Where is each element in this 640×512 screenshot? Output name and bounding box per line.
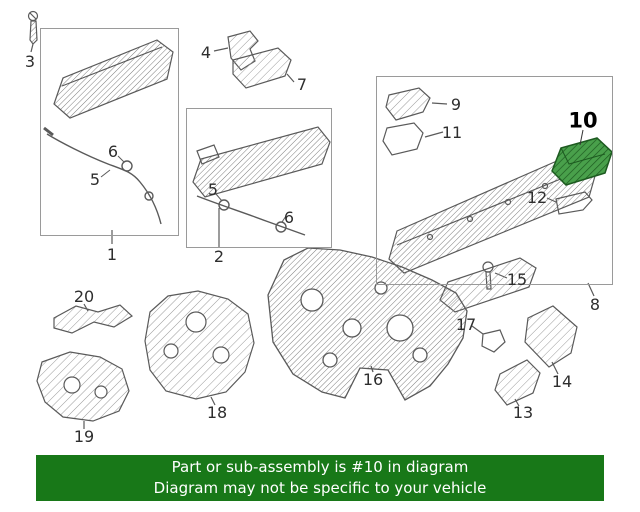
part-3-screw <box>27 10 39 53</box>
callout-4[interactable]: 4 <box>200 43 212 62</box>
callout-6-b[interactable]: 6 <box>283 208 295 227</box>
callout-10-highlighted[interactable]: 10 <box>568 108 598 133</box>
callout-7[interactable]: 7 <box>296 75 308 94</box>
part-19-insulator <box>36 351 130 429</box>
callout-17[interactable]: 17 <box>455 315 477 334</box>
callout-6-a[interactable]: 6 <box>107 142 119 161</box>
callout-1[interactable]: 1 <box>106 245 118 264</box>
part-16-dash-panel <box>267 247 468 401</box>
callout-2[interactable]: 2 <box>213 247 225 266</box>
part-18-insulator <box>144 290 255 406</box>
callout-8[interactable]: 8 <box>589 295 601 314</box>
part-12-bracket <box>546 191 593 215</box>
part-5-6-hose-left <box>43 126 162 225</box>
callout-20[interactable]: 20 <box>73 287 95 306</box>
group-box-left <box>40 28 179 236</box>
part-7-bracket <box>232 47 295 89</box>
callout-12[interactable]: 12 <box>526 188 548 207</box>
part-5-6-hose-middle <box>196 193 306 236</box>
banner-line-2: Diagram may not be specific to your vehi… <box>153 479 487 497</box>
callout-5-a[interactable]: 5 <box>89 170 101 189</box>
part-11-bracket <box>382 122 444 156</box>
callout-19[interactable]: 19 <box>73 427 95 446</box>
callout-11[interactable]: 11 <box>441 123 463 142</box>
callout-14[interactable]: 14 <box>551 372 573 391</box>
part-14-bracket <box>524 305 578 375</box>
callout-18[interactable]: 18 <box>206 403 228 422</box>
part-20-bracket <box>53 303 133 334</box>
callout-3[interactable]: 3 <box>24 52 36 71</box>
callout-13[interactable]: 13 <box>512 403 534 422</box>
callout-16[interactable]: 16 <box>362 370 384 389</box>
part-2-cowl-strip <box>192 126 331 248</box>
group-box-right <box>376 76 613 285</box>
part-1-cowl-grille <box>53 39 174 244</box>
info-banner: Part or sub-assembly is #10 in diagram D… <box>36 455 604 501</box>
callout-5-b[interactable]: 5 <box>207 180 219 199</box>
callout-9[interactable]: 9 <box>450 95 462 114</box>
group-box-middle <box>186 108 332 248</box>
part-17-clip <box>471 325 506 353</box>
callout-15[interactable]: 15 <box>506 270 528 289</box>
banner-line-1: Part or sub-assembly is #10 in diagram <box>171 458 469 476</box>
part-13-bracket <box>494 359 541 407</box>
part-9-bracket <box>385 87 448 121</box>
